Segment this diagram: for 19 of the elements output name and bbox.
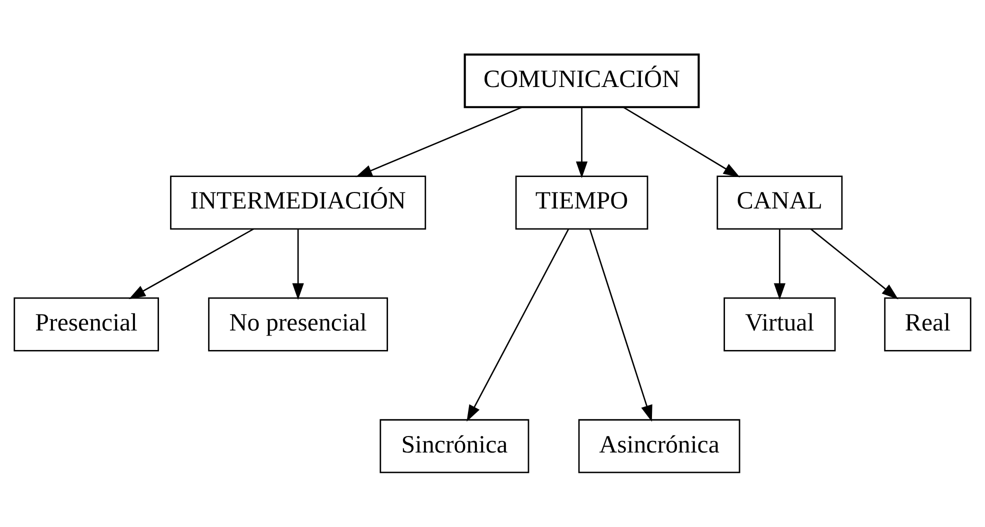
- arrow: [292, 229, 304, 300]
- node-box: Asincrónica: [578, 419, 740, 474]
- node-box: INTERMEDIACIÓN: [170, 176, 426, 230]
- arrow: [128, 228, 254, 300]
- node-box: Sincrónica: [380, 419, 530, 474]
- node-box: Presencial: [14, 297, 159, 352]
- arrow: [774, 229, 786, 300]
- node-box: TIEMPO: [515, 176, 648, 230]
- node-box: Real: [884, 297, 972, 352]
- arrow: [622, 106, 740, 178]
- arrow: [810, 228, 898, 300]
- node-box: Virtual: [724, 297, 836, 352]
- arrow: [576, 107, 588, 178]
- arrow: [589, 229, 652, 422]
- arrow: [356, 106, 523, 178]
- node-box: No presencial: [208, 297, 388, 352]
- node-box: CANAL: [716, 176, 843, 230]
- arrow: [466, 228, 569, 422]
- node-box: COMUNICACIÓN: [464, 54, 700, 108]
